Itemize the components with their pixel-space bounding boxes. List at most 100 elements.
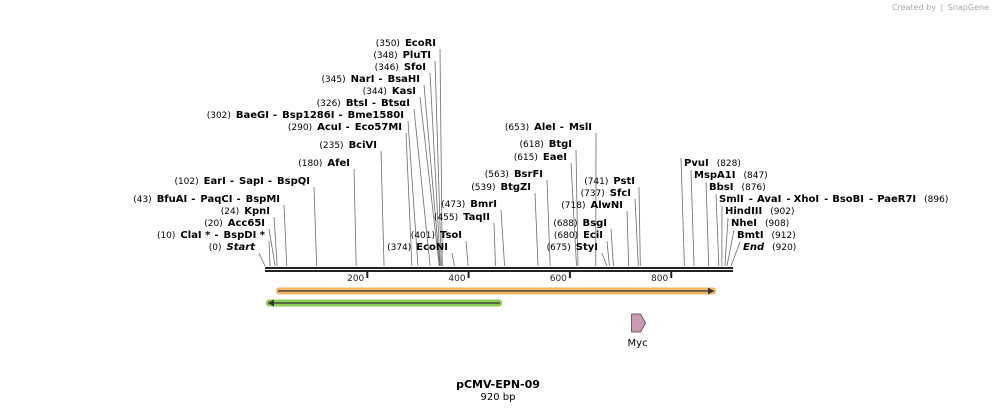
leader-line <box>493 222 496 267</box>
enzyme-label-psti: (741)PstI <box>584 176 635 187</box>
name-separator: - <box>869 194 873 205</box>
leader-line <box>439 48 443 267</box>
cut-position: (346) <box>375 63 399 73</box>
leader-line <box>353 168 357 267</box>
enzyme-label-text: (563) BsrFI <box>485 169 543 180</box>
cut-position: (24) <box>221 207 239 217</box>
enzyme-label-afei: (180)AfeI <box>298 158 350 169</box>
enzyme-label-pluti: (348)PluTI <box>373 50 431 61</box>
cut-position: (563) <box>485 170 509 180</box>
leader-line <box>429 72 441 267</box>
enzyme-name: NheI <box>731 218 757 229</box>
enzyme-label-bfuai: (43)BfuAI-PaqCI-BspMI <box>133 194 280 205</box>
enzyme-name: AleI <box>534 122 556 133</box>
enzyme-name: EaeI <box>543 152 567 163</box>
enzyme-name: End <box>743 242 765 253</box>
cut-position: (344) <box>363 87 387 97</box>
cut-position: (0) <box>209 243 222 253</box>
cut-position: (908) <box>765 219 789 229</box>
cut-position: (675) <box>547 243 571 253</box>
enzyme-label-ecori: (350)EcoRI <box>376 38 436 49</box>
leader-line <box>380 150 385 267</box>
enzyme-name: BmrI <box>470 199 497 210</box>
leader-line <box>690 169 695 267</box>
enzyme-label-clai: (10)ClaI *-BspDI * <box>157 230 266 241</box>
enzyme-label-text: (43)BfuAI-PaqCI-BspMI <box>133 194 280 205</box>
leader-line <box>575 149 579 267</box>
enzyme-label-text: (20)Acc65I <box>204 218 265 229</box>
enzyme-label-styi: (675)StyI <box>547 242 598 253</box>
enzyme-label-text: (350)EcoRI <box>376 38 436 49</box>
enzyme-name: Bsp1286I <box>282 110 334 121</box>
enzyme-label-text: (180)AfeI <box>298 158 350 169</box>
enzyme-label-btgi: (618) BtgI <box>520 139 572 150</box>
enzyme-name: BsgI <box>583 218 607 229</box>
ruler-label: 800 <box>651 274 668 284</box>
leader-line <box>268 228 276 267</box>
enzyme-label-text: HindIII(902) <box>725 206 794 217</box>
ruler-label: 600 <box>550 274 567 284</box>
enzyme-label-tsoi: (401)TsoI <box>411 230 462 241</box>
leader-line <box>546 179 551 267</box>
leader-line <box>283 204 288 267</box>
cut-position: (653) <box>505 123 529 133</box>
cut-position: (615) <box>514 153 538 163</box>
enzyme-label-text: (348)PluTI <box>373 50 431 61</box>
watermark-brand: SnapGene <box>947 3 989 12</box>
leader-line <box>610 228 614 267</box>
leader-line <box>715 193 720 267</box>
name-separator: - <box>236 194 240 205</box>
watermark-prefix: Created by <box>891 3 936 12</box>
enzyme-label-text: NheI (908) <box>731 218 789 229</box>
enzyme-name: KpnI <box>244 206 270 217</box>
leader-line <box>268 240 271 267</box>
enzyme-name: BtgI <box>549 139 572 150</box>
enzyme-name: BaeGI <box>236 110 269 121</box>
enzyme-label-bmri: (473)BmrI <box>441 199 497 210</box>
enzyme-label-text: (737)SfcI <box>581 188 631 199</box>
cut-position: (618) <box>520 140 544 150</box>
enzyme-name: BspDI * <box>224 230 266 241</box>
enzyme-label-text: (374)EcoNI <box>387 242 448 253</box>
leader-line <box>465 240 469 267</box>
enzyme-label-btsi: (326)BtsI-BtsαI <box>317 98 410 109</box>
orange-feature-arrowhead-icon <box>708 287 714 295</box>
enzyme-name: BspQI <box>277 176 310 187</box>
name-separator: - <box>824 194 828 205</box>
leader-line <box>407 120 419 267</box>
plasmid-name: pCMV-EPN-09 <box>456 378 540 391</box>
enzyme-label-bsrfi: (563) BsrFI <box>485 169 543 180</box>
name-separator: - <box>560 122 564 133</box>
leader-line <box>313 186 318 267</box>
enzyme-label-text: SmlI-AvaI-XhoI-BsoBI-PaeR7I(896) <box>719 194 948 205</box>
enzyme-label-text: (653)AleI-MslI <box>505 122 592 133</box>
enzyme-name: TsoI <box>440 230 462 241</box>
enzyme-label-text: (618) BtgI <box>520 139 572 150</box>
name-separator: - <box>749 194 753 205</box>
enzyme-label-end: End (920) <box>743 242 796 253</box>
enzyme-name: BspMI <box>246 194 280 205</box>
name-separator: - <box>191 194 195 205</box>
cut-position: (43) <box>133 195 151 205</box>
enzyme-name: BsrFI <box>514 169 543 180</box>
name-separator: - <box>268 176 272 187</box>
enzyme-name: XhoI <box>794 194 819 205</box>
leader-lines <box>258 48 741 267</box>
enzyme-name: NarI <box>351 74 375 85</box>
name-separator: - <box>338 110 342 121</box>
name-separator: - <box>273 110 277 121</box>
enzyme-name: PvuI <box>684 158 709 169</box>
cut-position: (920) <box>772 243 796 253</box>
enzyme-name: MspA1I <box>694 170 735 181</box>
enzyme-label-text: (718)AlwNI <box>561 200 623 211</box>
enzyme-label-text: (10)ClaI *-BspDI * <box>157 230 266 241</box>
enzyme-label-kasi: (344) KasI <box>363 86 416 97</box>
leader-line <box>601 252 608 267</box>
leader-line <box>730 241 741 267</box>
enzyme-name: KasI <box>392 86 416 97</box>
enzyme-name: BtgZI <box>500 182 531 193</box>
enzyme-name: EciI <box>583 230 603 241</box>
name-separator: - <box>372 98 376 109</box>
cut-position: (180) <box>298 159 322 169</box>
name-separator: - <box>230 176 234 187</box>
